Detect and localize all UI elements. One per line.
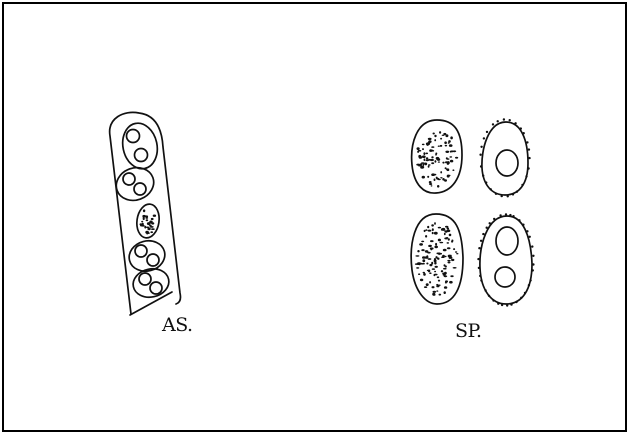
ascus-spore-1: [119, 120, 162, 172]
spore-smooth-top: [482, 122, 528, 195]
ascus-outline: [110, 112, 181, 314]
spore-echinulate-bottom: [480, 216, 532, 304]
ascus-base: [130, 292, 172, 315]
stipple-ascus-spore: [140, 209, 157, 234]
ascus-label: AS.: [162, 314, 193, 336]
ascus-spore-2: [112, 162, 159, 205]
spores-label: SP.: [455, 320, 482, 342]
stipple-spore-bottom: [415, 222, 459, 296]
stipple-spore-top: [416, 131, 458, 188]
